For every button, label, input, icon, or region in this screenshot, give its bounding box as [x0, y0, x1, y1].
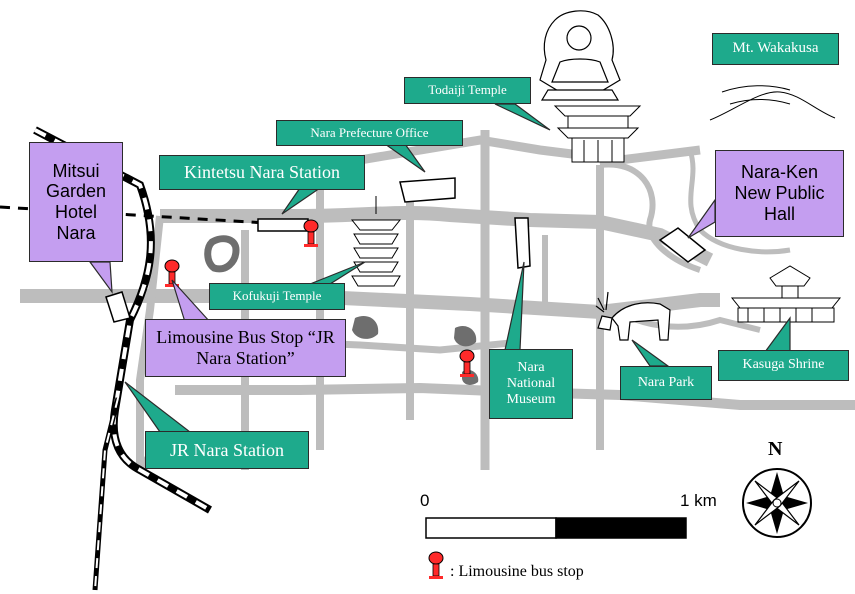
east-winding-road-1 [599, 161, 701, 273]
prefecture-office-building [399, 177, 456, 203]
park-areas [204, 235, 479, 385]
bus-stop-icon [459, 349, 475, 377]
pointer-todaiji [494, 103, 551, 131]
scale-start-label: 0 [420, 491, 430, 510]
pointer-hotel [88, 261, 113, 295]
pointer-kasuga [763, 316, 791, 353]
kasuga-shrine-label: Kasuga Shrine [718, 350, 849, 381]
pagoda-icon [350, 196, 402, 287]
jr-station-label: JR Nara Station [145, 431, 309, 469]
pointer-park [631, 339, 670, 367]
public-hall-building [658, 227, 707, 263]
jr-line-branch-inner [94, 397, 119, 591]
compass-rose-icon [742, 468, 812, 538]
limousine-stop-label: Limousine Bus Stop “JR Nara Station” [145, 319, 346, 377]
museum-building [514, 217, 531, 269]
deer-icon [595, 291, 671, 341]
prefecture-office-label: Nara Prefecture Office [276, 120, 463, 146]
scale-end-label: 1 km [680, 491, 717, 510]
shrine-icon [730, 265, 842, 323]
pond-1 [204, 235, 240, 273]
national-museum-label: Nara National Museum [489, 349, 573, 419]
bus-stop-icons [164, 219, 475, 579]
public-hall-label: Nara-Ken New Public Hall [715, 150, 844, 237]
bus-stop-icon [303, 219, 319, 247]
dark-area-2 [454, 325, 477, 347]
buildings [105, 177, 707, 323]
railways [0, 126, 309, 591]
bus-stop-icon [428, 551, 444, 579]
mt-wakakusa-label: Mt. Wakakusa [712, 33, 839, 65]
nara-park-label: Nara Park [620, 366, 712, 400]
dark-area-1 [352, 315, 379, 339]
jr-line-inner [34, 128, 211, 512]
mountain-icon [709, 85, 836, 121]
scale-bar [425, 517, 687, 539]
great-buddha-icon [539, 10, 621, 101]
temple-gate-icon [553, 105, 642, 163]
kintetsu-station-building [257, 218, 309, 232]
north-label: N [768, 438, 783, 460]
bus-stop-icon [164, 259, 180, 287]
kintetsu-station-label: Kintetsu Nara Station [159, 155, 365, 190]
hotel-building [105, 291, 131, 323]
kofukuji-label: Kofukuji Temple [209, 283, 345, 310]
todaiji-label: Todaiji Temple [404, 77, 531, 104]
legend-text: : Limousine bus stop [450, 563, 584, 580]
hotel-label: Mitsui Garden Hotel Nara [29, 142, 123, 262]
